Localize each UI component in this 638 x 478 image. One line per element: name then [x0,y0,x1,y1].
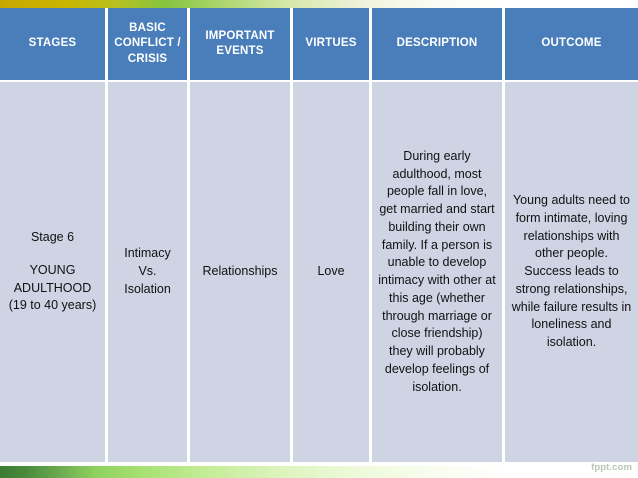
cell-basic-conflict: Intimacy Vs. Isolation [108,82,190,462]
stage-table-container: STAGES BASIC CONFLICT / CRISIS IMPORTANT… [0,8,638,462]
cell-important-events: Relationships [190,82,293,462]
table-header-row: STAGES BASIC CONFLICT / CRISIS IMPORTANT… [0,8,638,82]
cell-virtues: Love [293,82,372,462]
top-gradient-bar [0,0,638,8]
table-row: Stage 6 YOUNG ADULTHOOD (19 to 40 years)… [0,82,638,462]
column-header-description: DESCRIPTION [372,8,505,82]
column-header-important-events: IMPORTANT EVENTS [190,8,293,82]
stage-spacer [6,247,99,262]
column-header-virtues: VIRTUES [293,8,372,82]
cell-description: During early adulthood, most people fall… [372,82,505,462]
cell-stages: Stage 6 YOUNG ADULTHOOD (19 to 40 years) [0,82,108,462]
bottom-gradient-bar [0,466,638,478]
table-header: STAGES BASIC CONFLICT / CRISIS IMPORTANT… [0,8,638,82]
erikson-stage-table: STAGES BASIC CONFLICT / CRISIS IMPORTANT… [0,8,638,462]
fppt-watermark: fppt.com [591,462,632,473]
cell-outcome: Young adults need to form intimate, lovi… [505,82,638,462]
table-body: Stage 6 YOUNG ADULTHOOD (19 to 40 years)… [0,82,638,462]
stage-name: YOUNG ADULTHOOD (19 to 40 years) [8,262,97,313]
column-header-stages: STAGES [0,8,108,82]
column-header-basic-conflict-crisis: BASIC CONFLICT / CRISIS [108,8,190,82]
stage-number: Stage 6 [30,230,75,244]
column-header-outcome: OUTCOME [505,8,638,82]
